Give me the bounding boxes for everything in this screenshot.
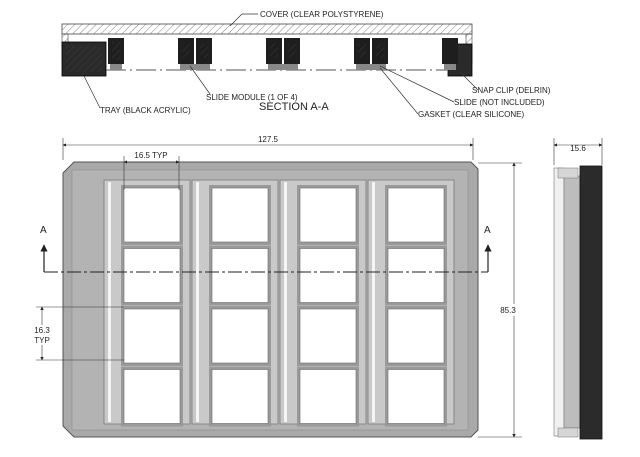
- well: [387, 187, 445, 243]
- height-dimension: 85.3: [500, 306, 516, 315]
- well-width-dimension: 16.5 TYP: [134, 151, 167, 160]
- well: [211, 369, 269, 424]
- well: [299, 248, 357, 303]
- well: [123, 248, 181, 303]
- well: [299, 187, 357, 243]
- slide-edge: [372, 182, 375, 422]
- slide-module-callout: SLIDE MODULE (1 OF 4): [206, 93, 298, 102]
- cover-callout: COVER (CLEAR POLYSTYRENE): [260, 10, 384, 19]
- side-module: [563, 175, 581, 429]
- well: [123, 308, 181, 364]
- side-cover: [553, 167, 565, 437]
- slide-edge: [108, 182, 111, 422]
- well-height-dimension: 16.3: [34, 326, 50, 335]
- slide-edge: [284, 182, 287, 422]
- well: [299, 369, 357, 424]
- slide-edge: [196, 182, 199, 422]
- well: [299, 308, 357, 364]
- well: [387, 308, 445, 364]
- tray-callout: TRAY (BLACK ACRYLIC): [100, 106, 191, 115]
- plan-view: 127.5 A A 16.5 TYP 16.3 TYP 85.3: [30, 135, 526, 438]
- depth-dimension: 15.6: [570, 144, 586, 153]
- slide-callout: SLIDE (NOT INCLUDED): [454, 98, 545, 107]
- section-view: COVER (CLEAR POLYSTYRENE) SLIDE MODULE (…: [61, 10, 551, 119]
- width-dimension: 127.5: [258, 135, 279, 144]
- well: [387, 248, 445, 303]
- well: [211, 248, 269, 303]
- slide-modules: [103, 179, 455, 427]
- snap-clip-group: [108, 38, 458, 64]
- well: [123, 187, 181, 243]
- gasket-group: [110, 64, 456, 70]
- well: [211, 187, 269, 243]
- section-marker-left: A: [40, 225, 47, 236]
- well-height-dimension-suffix: TYP: [34, 336, 50, 345]
- section-marker-right: A: [484, 225, 491, 236]
- well: [211, 308, 269, 364]
- cover-section: [61, 23, 473, 35]
- snap-clip-callout: SNAP CLIP (DELRIN): [472, 86, 551, 95]
- well: [123, 369, 181, 424]
- side-tray: [579, 165, 603, 440]
- gasket-callout: GASKET (CLEAR SILICONE): [418, 110, 524, 119]
- well: [387, 369, 445, 424]
- section-title: SECTION A-A: [259, 101, 329, 113]
- side-view: 15.6: [553, 138, 603, 440]
